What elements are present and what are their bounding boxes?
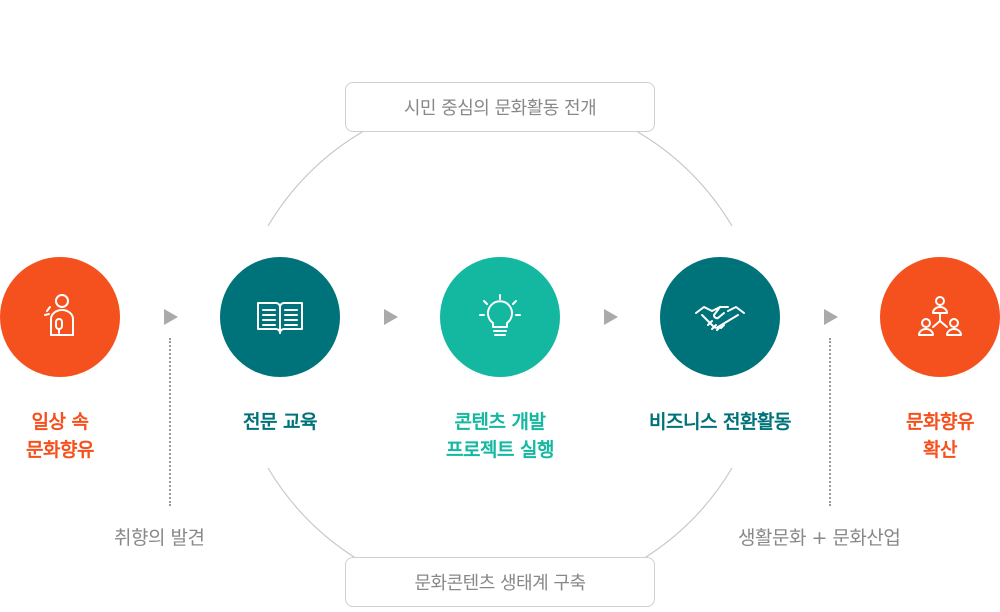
bottom-banner: 문화콘텐츠 생태계 구축 [345,557,655,607]
step-2-label-line-1: 전문 교육 [242,411,318,433]
step-2-circle [220,257,340,377]
right-caption: 생활문화 + 문화산업 [738,527,901,549]
arrow-4 [824,309,838,325]
step-4-label-line-1: 비즈니스 전환활동 [649,411,791,433]
person-microphone-icon [44,294,74,336]
step-3-circle [440,257,560,377]
people-network-icon [918,296,962,336]
step-1-label-line-1: 일상 속 [31,411,89,433]
right-dotted-connector [829,338,831,506]
step-2-label: 전문 교육 [180,408,380,436]
light-bulb-icon [479,294,521,336]
step-5-circle [880,257,1000,377]
handshake-icon [695,306,745,331]
top-banner: 시민 중심의 문화활동 전개 [345,82,655,132]
arrow-3 [604,309,618,325]
step-5-label-line-2: 확산 [923,439,957,461]
step-1-label-line-2: 문화향유 [26,439,94,461]
arrow-1 [164,309,178,325]
step-3-label: 콘텐츠 개발 프로젝트 실행 [400,408,600,464]
step-1-circle [0,257,120,377]
step-5-label-line-1: 문화향유 [906,411,974,433]
arrow-2 [384,309,398,325]
left-dotted-connector [169,338,171,506]
left-caption: 취향의 발견 [114,527,205,549]
step-4-label: 비즈니스 전환활동 [620,408,820,436]
open-book-icon [257,302,303,334]
step-3-label-line-1: 콘텐츠 개발 [454,411,546,433]
step-4-circle [660,257,780,377]
step-5-label: 문화향유 확산 [840,408,1000,464]
step-1-label: 일상 속 문화향유 [0,408,160,464]
step-3-label-line-2: 프로젝트 실행 [446,439,555,461]
